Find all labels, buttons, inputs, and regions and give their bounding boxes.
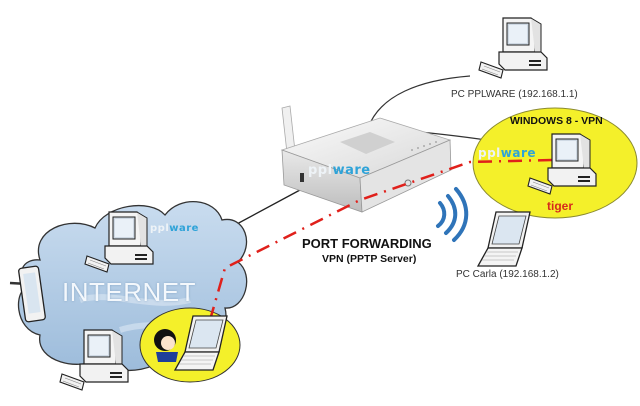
diagram-title: PORT FORWARDING: [302, 236, 432, 251]
link-router-pc-pplware: [367, 75, 471, 129]
internet-label: INTERNET: [62, 277, 196, 307]
windows-vpn-label: WINDOWS 8 - VPN: [510, 115, 603, 127]
pc-pplware-icon: [478, 17, 548, 79]
diagram-subtitle: VPN (PPTP Server): [322, 253, 417, 265]
wifi-signal-icon: [436, 187, 469, 242]
pc-carla-label: PC Carla (192.168.1.2): [456, 269, 559, 280]
tablet-icon: [9, 265, 46, 323]
cloud-brand-logo: pplware: [150, 223, 199, 234]
router-brand-logo: pplware: [308, 163, 371, 178]
remote-user-avatar: [154, 329, 178, 362]
pc-pplware-label: PC PPLWARE (192.168.1.1): [451, 89, 578, 100]
vpn-tunnel-line: [208, 158, 553, 321]
router: [280, 105, 452, 213]
windows-vpn-brand-logo: pplware: [478, 146, 537, 160]
vpn-user-label: tiger: [547, 199, 574, 213]
pc-carla-laptop-icon: [477, 211, 531, 267]
